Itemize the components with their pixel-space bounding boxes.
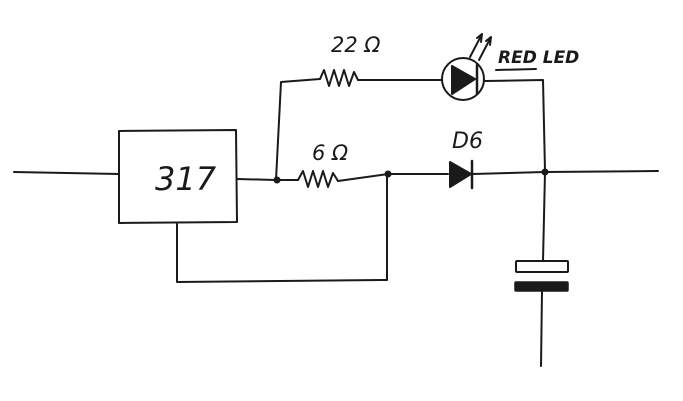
output-wire bbox=[544, 170, 659, 173]
capacitor bbox=[514, 171, 569, 367]
input-wire bbox=[13, 171, 120, 175]
upper-branch-riser bbox=[275, 78, 321, 181]
led-label-underline bbox=[495, 68, 537, 71]
led-light-arrow-2 bbox=[478, 36, 492, 61]
resistor-6-zigzag bbox=[297, 170, 339, 188]
diode-d6-triangle bbox=[449, 161, 472, 188]
resistor-22-ohm: 22 Ω bbox=[319, 33, 442, 87]
capacitor-top-lead bbox=[542, 171, 546, 262]
diode-d6: D6 bbox=[449, 129, 483, 190]
led-output-wire bbox=[484, 79, 546, 172]
red-led: RED LED bbox=[441, 33, 579, 101]
diode-d6-label: D6 bbox=[452, 129, 483, 154]
resistor-6-label: 6 Ω bbox=[312, 141, 348, 165]
regulator-label: 317 bbox=[155, 160, 217, 198]
capacitor-bottom-lead bbox=[540, 290, 543, 367]
capacitor-plate-positive bbox=[515, 260, 569, 273]
diode-output-wire bbox=[472, 171, 546, 175]
led-triangle bbox=[451, 65, 476, 95]
adjust-feedback-wire bbox=[176, 173, 388, 283]
led-body-circle bbox=[441, 57, 485, 101]
regulator-box bbox=[118, 129, 238, 224]
resistor-22-label: 22 Ω bbox=[331, 33, 380, 57]
regulator-output-wire bbox=[236, 178, 277, 181]
led-label: RED LED bbox=[498, 48, 579, 68]
resistor-22-zigzag bbox=[319, 69, 359, 87]
resistor-6-ohm: 6 Ω bbox=[276, 141, 389, 188]
capacitor-plate-negative bbox=[514, 281, 569, 292]
resistor-6-lead-right bbox=[337, 173, 389, 182]
led-light-arrow-1 bbox=[469, 33, 483, 58]
regulator-317: 317 bbox=[118, 129, 238, 224]
